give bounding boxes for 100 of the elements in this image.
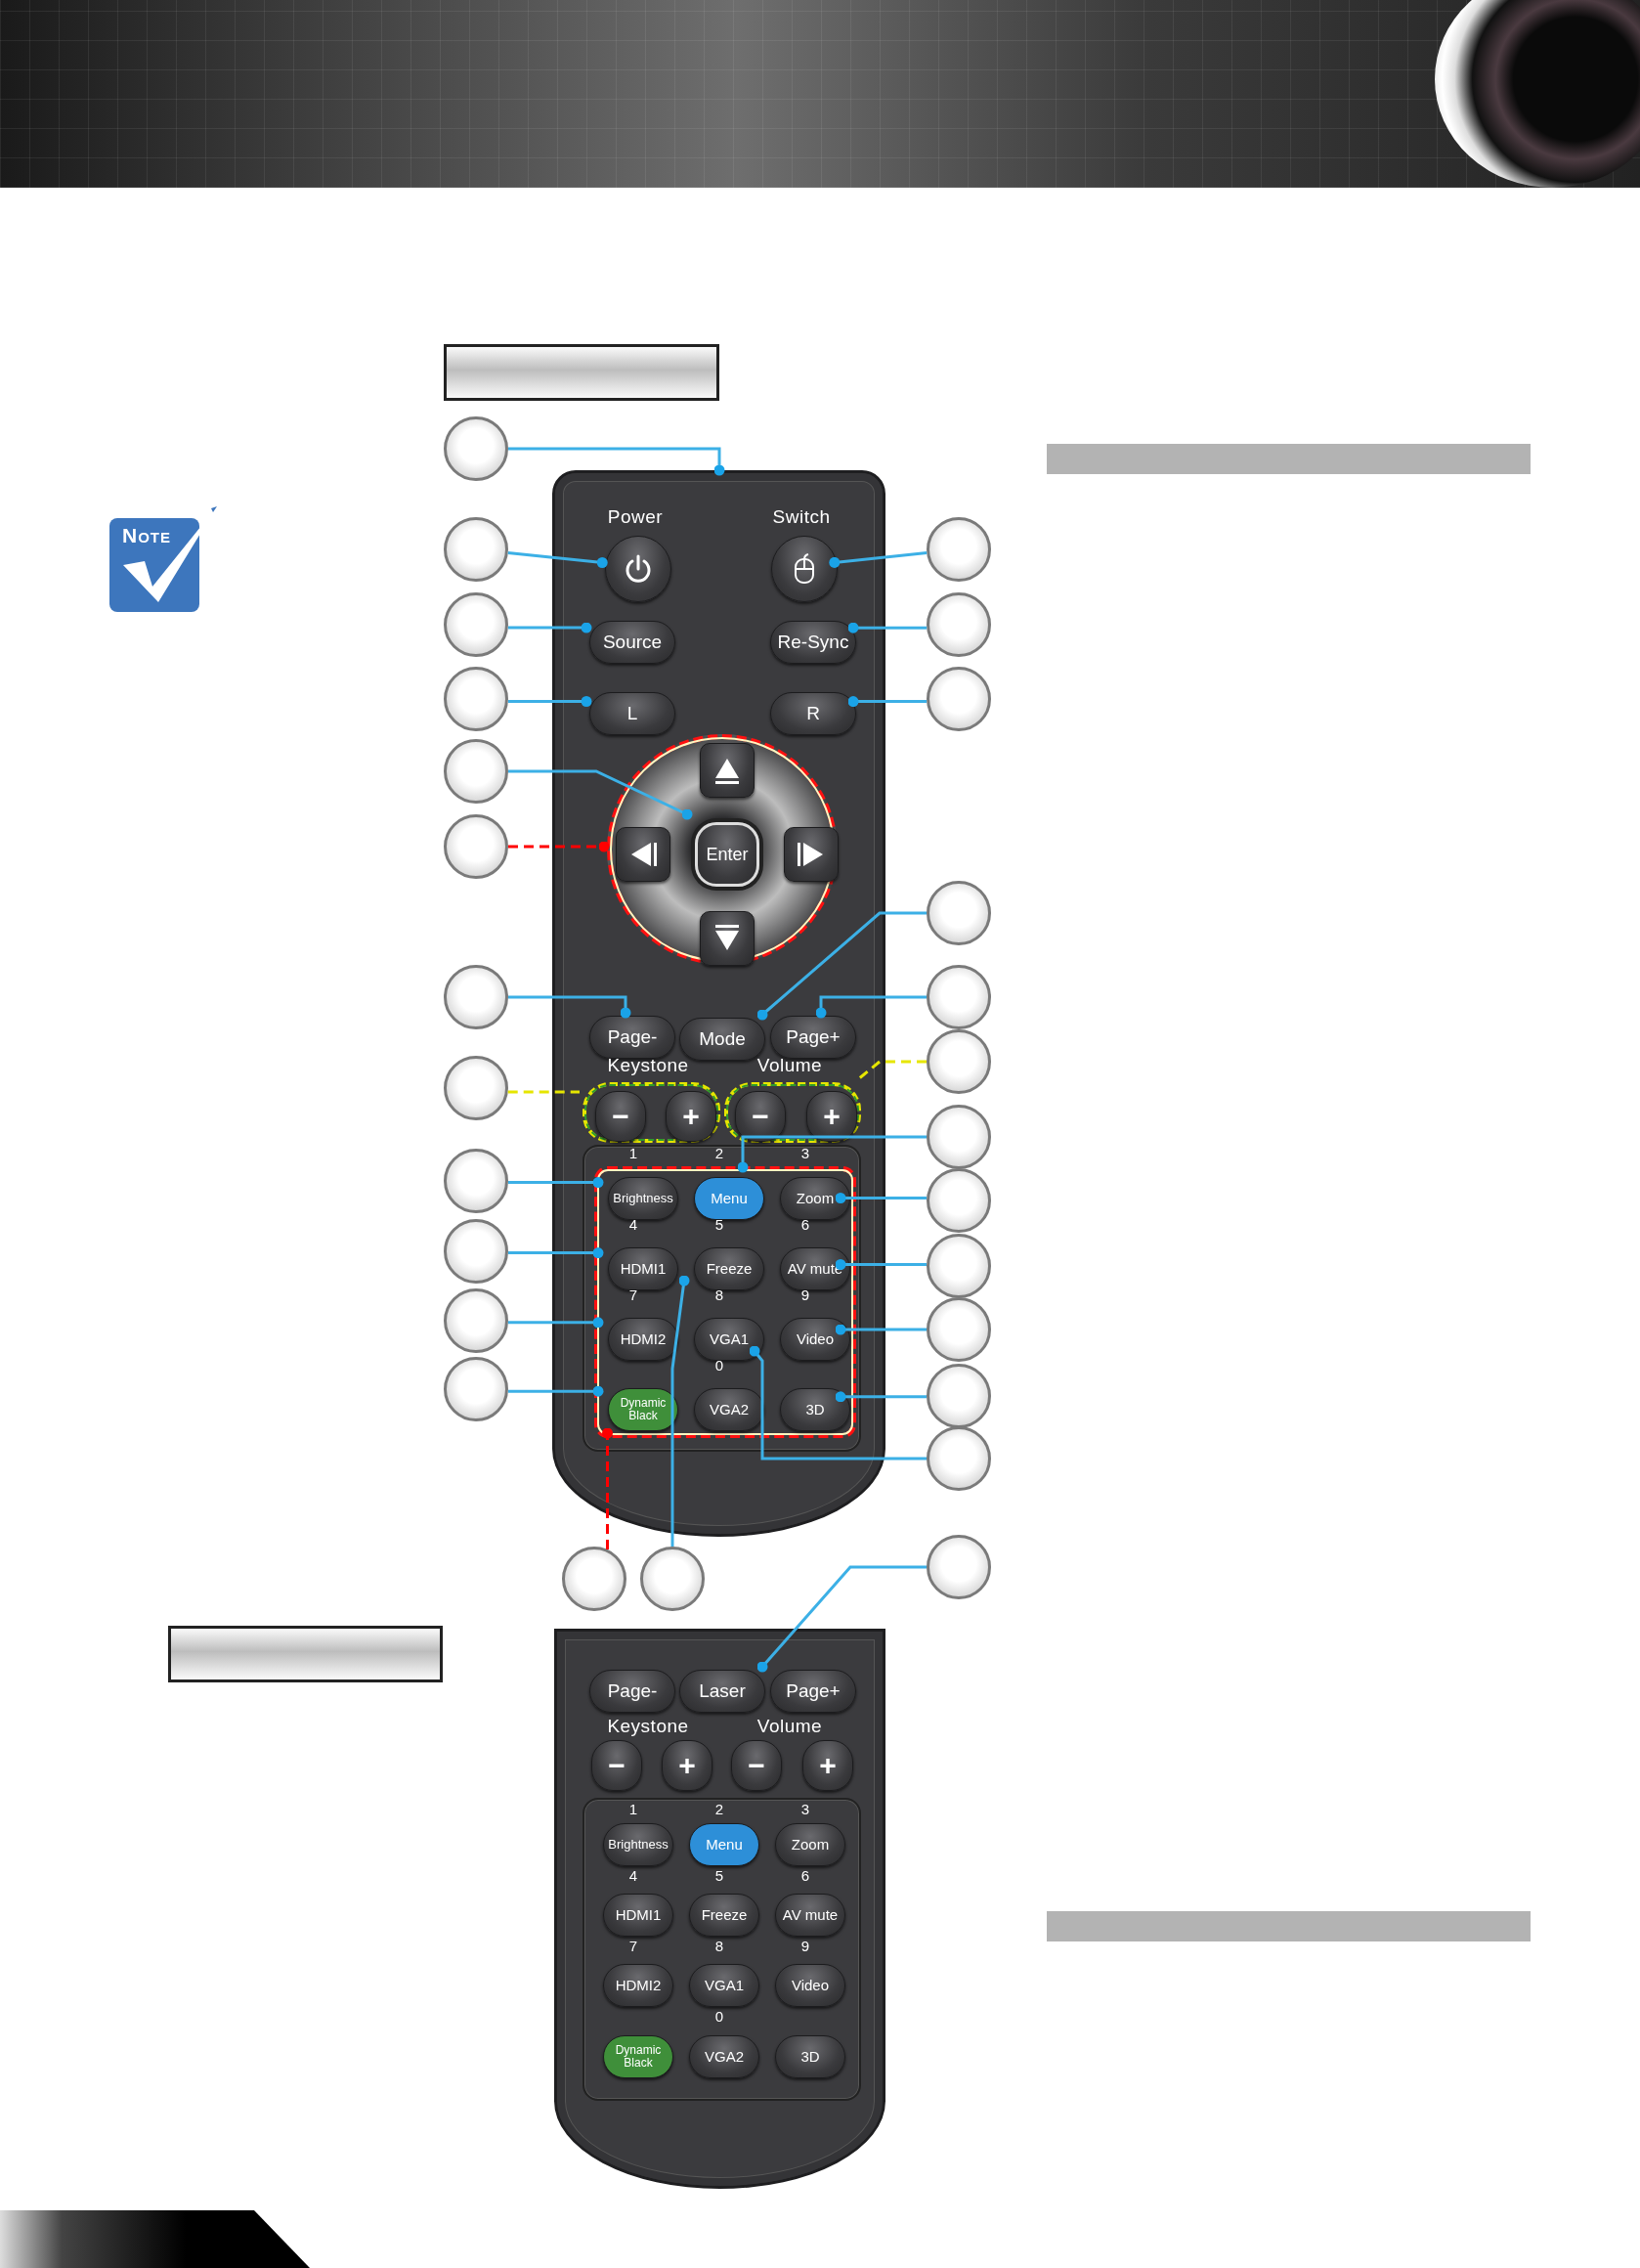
key-number: 2 <box>714 1144 724 1161</box>
leader-line <box>847 696 928 708</box>
leader-line <box>508 769 693 820</box>
keypad-button: Brightness <box>603 1823 673 1866</box>
arrow-key <box>700 911 755 966</box>
mouse-button <box>771 536 838 602</box>
leader-line <box>507 550 608 568</box>
keypad-button: Menu <box>694 1177 764 1220</box>
remote-button: R <box>770 692 856 735</box>
highlight-outline <box>583 1082 720 1143</box>
keypad-button: Video <box>780 1318 850 1361</box>
plus-minus-button: + <box>802 1740 853 1791</box>
keypad-panel <box>583 1798 861 2101</box>
keypad-button: 3D <box>780 1388 850 1431</box>
remote-button: Page- <box>589 1016 675 1059</box>
keypad-button: 3D <box>775 2035 845 2078</box>
key-number: 4 <box>628 1866 638 1884</box>
leader-line <box>835 1324 927 1335</box>
leader-line <box>835 1391 927 1403</box>
keypad-button: Brightness <box>608 1177 678 1220</box>
key-number: 8 <box>714 1937 724 1954</box>
keypad-button: Zoom <box>775 1823 845 1866</box>
keypad-button: Video <box>775 1964 845 2007</box>
remote-button: Re-Sync <box>770 621 856 664</box>
plus-minus-button: − <box>595 1091 646 1142</box>
remote-control-body <box>554 1629 885 2189</box>
leader-line <box>508 447 725 476</box>
keypad-button: HDMI1 <box>608 1247 678 1290</box>
key-number: 0 <box>714 2007 724 2025</box>
plus-minus-button: + <box>662 1740 712 1791</box>
keypad-button: AV mute <box>775 1894 845 1937</box>
leader-line <box>507 622 592 633</box>
leader-line <box>847 622 928 633</box>
remote-button: Page+ <box>770 1670 856 1713</box>
keypad-button: VGA2 <box>694 1388 764 1431</box>
button-caption: Volume <box>756 1716 823 1737</box>
leader-line <box>756 1565 927 1673</box>
arrow-key <box>784 827 839 882</box>
leader-line <box>508 1247 604 1259</box>
leader-line <box>815 995 927 1019</box>
key-number: 5 <box>714 1866 724 1884</box>
leader-line <box>508 995 631 1019</box>
keypad-button: HDMI2 <box>608 1318 678 1361</box>
button-caption: Power <box>607 506 664 528</box>
keypad-panel <box>583 1145 861 1452</box>
key-number: 9 <box>800 1937 810 1954</box>
highlight-outline <box>594 1166 856 1438</box>
leader-line <box>756 911 927 1021</box>
note-label: Note <box>122 524 171 547</box>
keypad-button: Freeze <box>689 1894 759 1937</box>
leader-line <box>507 1385 604 1397</box>
key-number: 6 <box>800 1866 810 1884</box>
plus-minus-button: − <box>591 1740 642 1791</box>
key-number: 2 <box>714 1800 724 1817</box>
remote-button: Page+ <box>770 1016 856 1059</box>
button-caption: Switch <box>772 506 831 528</box>
plus-minus-button: + <box>806 1091 857 1142</box>
leader-line <box>857 1060 927 1081</box>
keypad-button: Menu <box>689 1823 759 1866</box>
key-number: 3 <box>800 1800 810 1817</box>
keypad-button: VGA1 <box>689 1964 759 2007</box>
leader-line <box>835 1259 927 1270</box>
keypad-button: Freeze <box>694 1247 764 1290</box>
leader-line <box>737 1135 927 1173</box>
section-bar <box>1047 1911 1531 1941</box>
plus-minus-button: + <box>666 1091 716 1142</box>
leader-line <box>507 1317 604 1329</box>
key-number: 7 <box>628 1937 638 1954</box>
leader-line <box>508 1177 604 1189</box>
leader-line <box>507 1090 580 1094</box>
plus-minus-button: − <box>735 1091 786 1142</box>
arrow-key <box>700 743 755 798</box>
key-number: 3 <box>800 1144 810 1161</box>
heading-box <box>168 1626 443 1682</box>
keypad-button: Zoom <box>780 1177 850 1220</box>
keypad-button: VGA2 <box>689 2035 759 2078</box>
arrow-key <box>616 827 670 882</box>
key-number: 1 <box>628 1800 638 1817</box>
plus-minus-button: − <box>731 1740 782 1791</box>
highlight-outline <box>724 1082 861 1143</box>
section-bar <box>1047 444 1531 474</box>
leader-line <box>829 551 928 568</box>
keypad-button: HDMI2 <box>603 1964 673 2007</box>
remote-button: Source <box>589 621 675 664</box>
keypad-button: VGA1 <box>694 1318 764 1361</box>
heading-box <box>444 344 719 401</box>
remote-button: Laser <box>679 1670 765 1713</box>
button-caption: Keystone <box>607 1716 689 1737</box>
keypad-button: Dynamic Black <box>603 2035 673 2078</box>
keypad-button: Dynamic Black <box>608 1388 678 1431</box>
key-number: 1 <box>628 1144 638 1161</box>
leader-line <box>508 841 610 852</box>
leader-line <box>749 1345 927 1461</box>
power-button <box>605 536 671 602</box>
remote-button: Page- <box>589 1670 675 1713</box>
leader-line <box>507 696 592 707</box>
leader-line <box>670 1275 690 1547</box>
keypad-button: HDMI1 <box>603 1894 673 1937</box>
leader-line <box>835 1193 928 1203</box>
remote-control-body <box>552 470 885 1537</box>
